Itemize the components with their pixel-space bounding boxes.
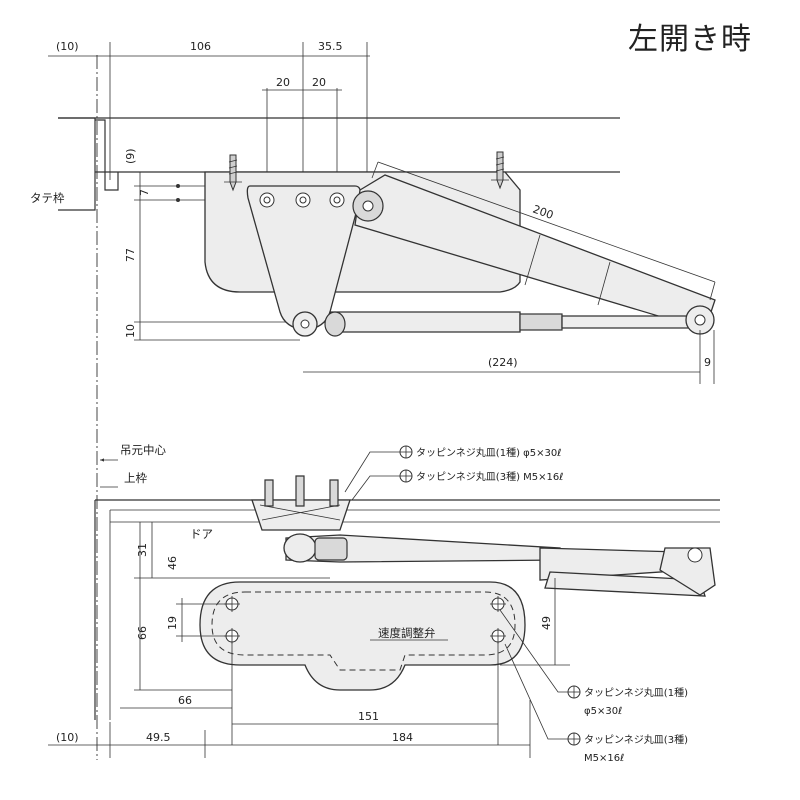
- dim-106: 106: [190, 40, 211, 53]
- label-speed-valve: 速度調整弁: [378, 626, 436, 640]
- rod-end-left: [324, 311, 346, 337]
- dim-dot-a: [176, 184, 180, 188]
- bracket-pivot-hole: [300, 319, 310, 329]
- closer-body-bottom: [199, 581, 526, 691]
- screw-bottom-type3-a: タッピンネジ丸皿(3種): [584, 733, 688, 746]
- dim-20-b: 20: [312, 76, 326, 89]
- dim-151: 151: [358, 710, 379, 723]
- bracket-screw-holes: [259, 192, 345, 208]
- view-title: 左開き時: [628, 22, 752, 57]
- closer-body-hidden-outline: [211, 591, 516, 671]
- bottom-arm-nut: [314, 537, 348, 561]
- dim-9-paren: (9): [124, 148, 137, 164]
- dim-49: 49: [540, 616, 553, 630]
- label-door: ドア: [190, 527, 213, 541]
- screw-bottom-type3-b: M5×16ℓ: [584, 753, 624, 764]
- label-vertical-frame: タテ枠: [30, 191, 65, 205]
- dim-49-5: 49.5: [146, 731, 171, 744]
- forearm-adjuster: [519, 313, 563, 331]
- bottom-pivot-boss: [283, 533, 317, 563]
- dim-66-vertical: 66: [136, 626, 149, 640]
- screw-top-type3: タッピンネジ丸皿(3種) M5×16ℓ: [416, 470, 563, 483]
- dim-10-left-top: (10): [56, 40, 79, 53]
- dim-31: 31: [136, 543, 149, 557]
- dim-7: 7: [138, 189, 151, 196]
- arm-joint-line-b: [597, 261, 611, 306]
- elbow-joint-hole: [694, 314, 706, 326]
- dim-200-line: [377, 161, 716, 283]
- dim-200: 200: [531, 203, 555, 222]
- forearm-rod: [329, 311, 521, 333]
- label-pivot-center: 吊元中心: [120, 443, 166, 457]
- bottom-elbow: [659, 547, 716, 596]
- screw-callout-bottom: [499, 609, 581, 746]
- dim-200-ext-b: [709, 281, 716, 301]
- mounting-bracket: [246, 185, 362, 331]
- dim-46: 46: [166, 556, 179, 570]
- screw-top-type1: タッピンネジ丸皿(1種) φ5×30ℓ: [416, 446, 561, 459]
- screw-callout-top: [344, 445, 413, 501]
- dim-184: 184: [392, 731, 413, 744]
- bottom-view: 吊元中心 上枠 ドア 速度調整弁: [48, 443, 720, 764]
- dim-66-horizontal: 66: [178, 694, 192, 707]
- dim-20-a: 20: [276, 76, 290, 89]
- wood-screw-left: [224, 154, 242, 192]
- dim-10-left-bottom: (10): [56, 731, 79, 744]
- screw-bottom-type1-a: タッピンネジ丸皿(1種): [584, 686, 688, 699]
- dim-19: 19: [166, 616, 179, 630]
- forearm-thread: [561, 315, 691, 329]
- dim-77: 77: [124, 248, 137, 262]
- vertical-frame-outline: [58, 117, 96, 211]
- vertical-frame-step: [95, 119, 119, 191]
- dim-dot-b: [176, 198, 180, 202]
- top-bracket-screws: [251, 475, 351, 531]
- dim-9-bottom: 9: [704, 356, 711, 369]
- dim-10: 10: [124, 324, 137, 338]
- label-top-frame: 上枠: [124, 471, 147, 485]
- pinion-hole: [362, 200, 374, 212]
- arm-joint-line-a: [524, 234, 541, 286]
- dim-35-5: 35.5: [318, 40, 343, 53]
- bottom-arm-3: [544, 571, 706, 597]
- dim-200-ext-a: [371, 161, 379, 179]
- wood-screw-right: [491, 151, 509, 190]
- elbow-top-hole: [687, 547, 703, 563]
- dim-224: (224): [488, 356, 518, 369]
- top-view: (10) 106 35.5 20 20 タテ枠 (9) 7 77 10: [30, 40, 716, 760]
- screw-bottom-type1-b: φ5×30ℓ: [584, 706, 622, 717]
